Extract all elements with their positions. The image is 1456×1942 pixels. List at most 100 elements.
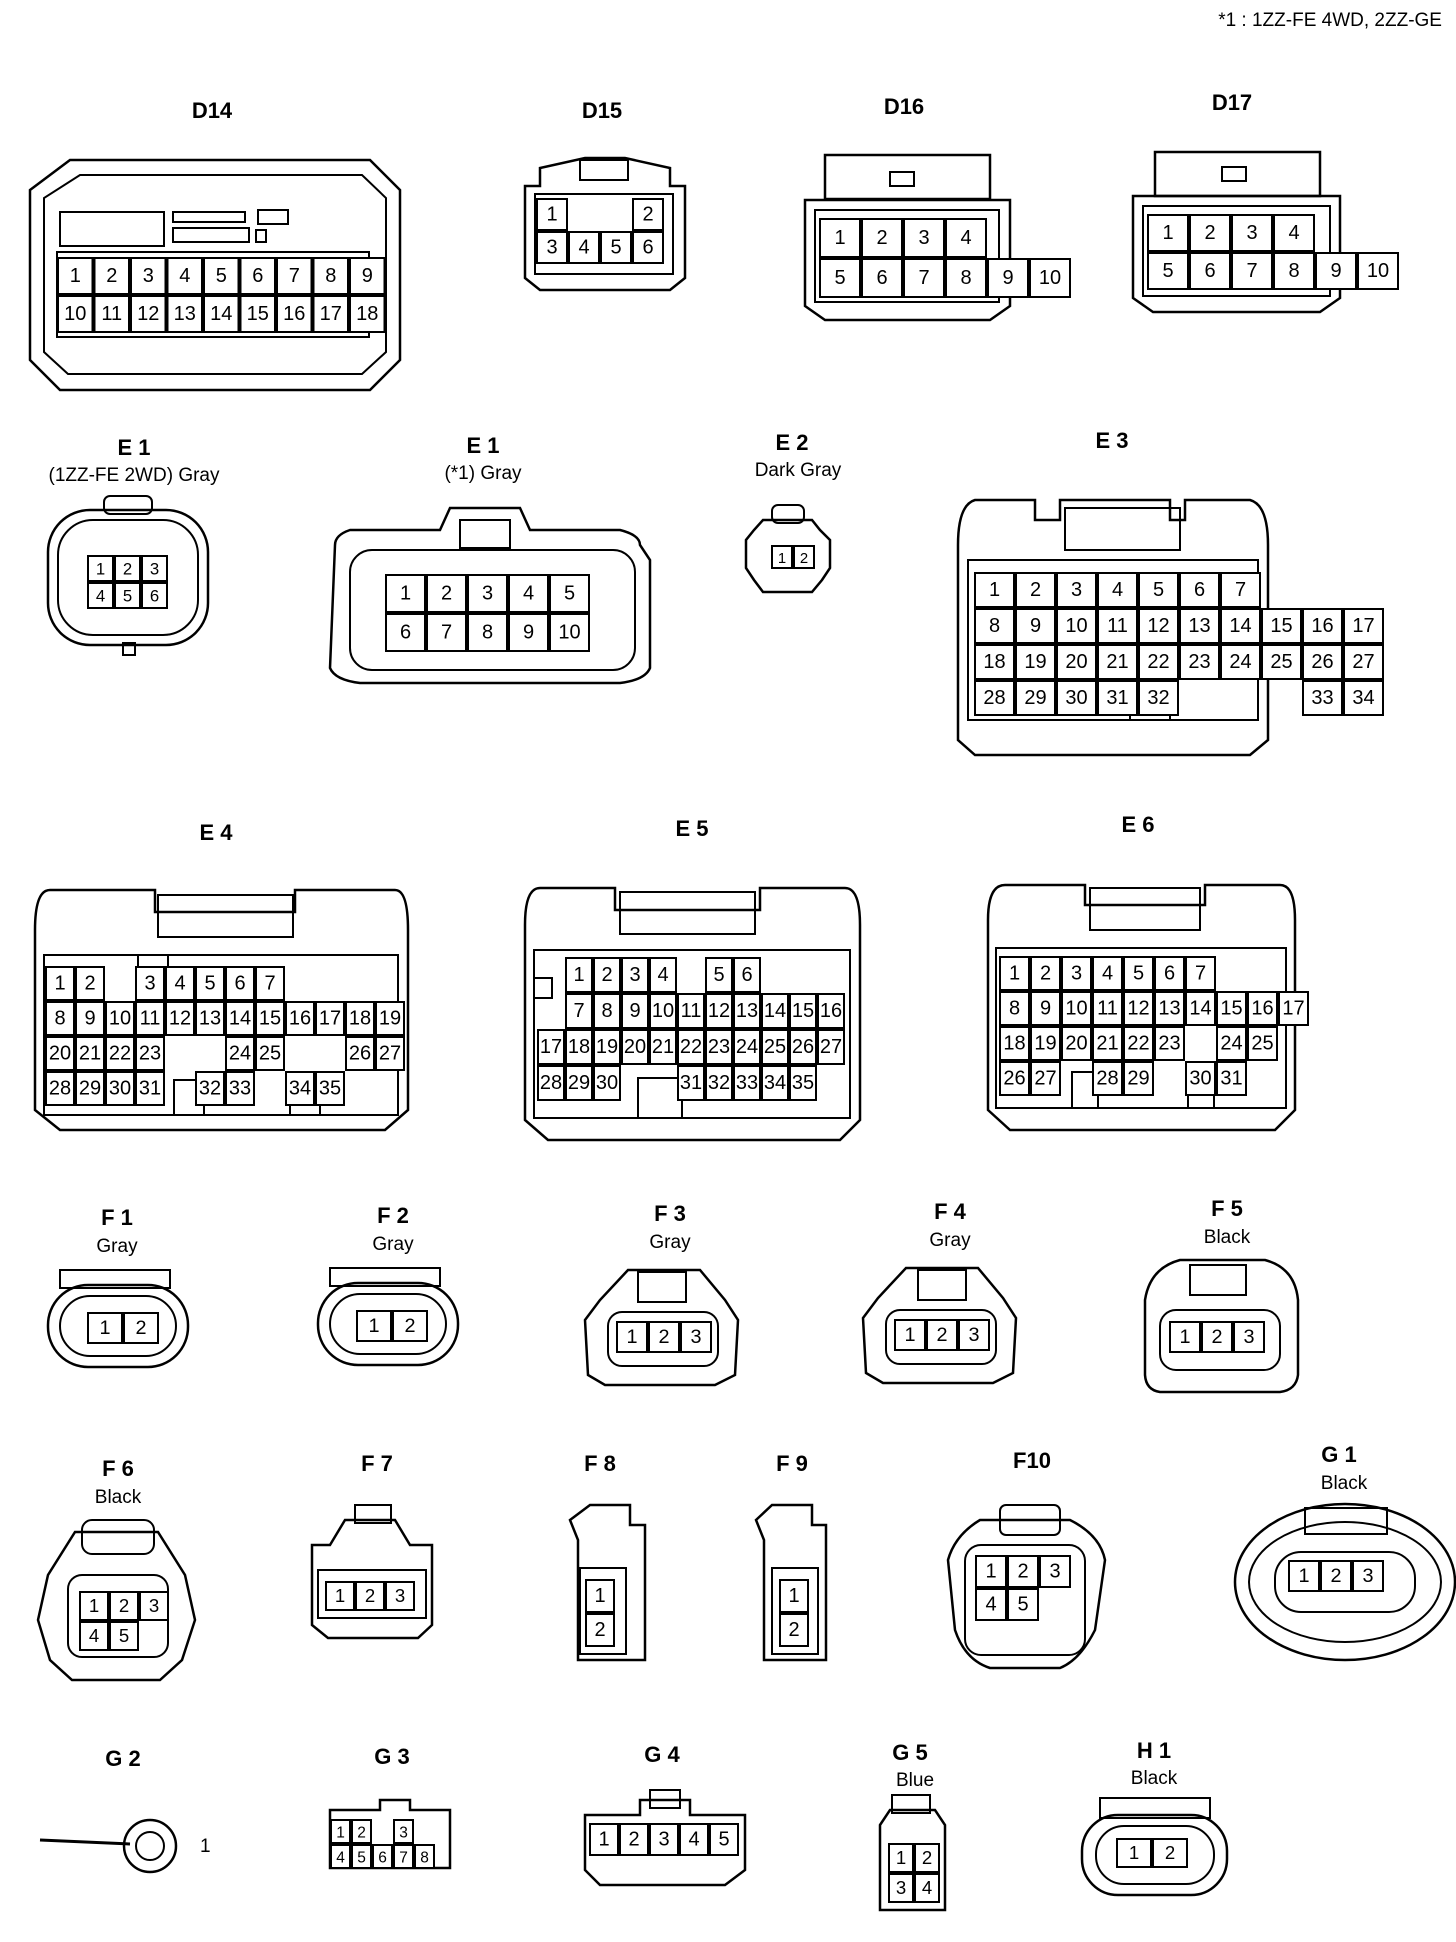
pin-number: 20 <box>624 1036 646 1058</box>
pin-cell <box>135 1001 165 1036</box>
pin-cell <box>1247 991 1278 1026</box>
pin-label: 1 <box>200 1836 211 1857</box>
pin-cell <box>1189 252 1231 290</box>
pin-cell <box>999 1061 1030 1096</box>
pin-cell <box>392 1310 428 1342</box>
pin-number: 1 <box>1298 1565 1309 1587</box>
pin-cell <box>536 231 568 264</box>
pin-cell <box>1216 1026 1247 1061</box>
pin-cell <box>600 231 632 264</box>
pin-cell <box>1092 1026 1123 1061</box>
pin-number: 13 <box>199 1008 221 1030</box>
connector-title: E 2 <box>775 430 808 455</box>
pin-number: 34 <box>1352 687 1374 709</box>
pin-cell <box>616 1321 648 1353</box>
pin-number: 3 <box>1246 222 1257 244</box>
pin-number: 3 <box>395 1585 405 1606</box>
pin-cell <box>705 1029 733 1065</box>
pin-cell <box>974 680 1015 716</box>
pin-number: 1 <box>99 1317 110 1339</box>
pin-number: 16 <box>1251 998 1273 1020</box>
pin-number: 3 <box>149 1595 159 1616</box>
pin-number: 4 <box>657 964 668 986</box>
pin-cell <box>239 295 276 333</box>
connector-title: F 4 <box>934 1199 967 1224</box>
pin-number: 1 <box>89 1595 99 1616</box>
pin-number: 2 <box>594 1619 605 1641</box>
pin-cell <box>987 258 1029 298</box>
pin-cell <box>1138 572 1179 608</box>
connector-color-label: (1ZZ-FE 2WD) Gray <box>49 465 220 486</box>
pin-number: 2 <box>357 1825 366 1842</box>
pin-number: 10 <box>652 1000 674 1022</box>
pin-cell <box>680 1321 712 1353</box>
pin-cell <box>356 1310 392 1342</box>
connector-color-label: Black <box>95 1487 142 1508</box>
pin-cell <box>225 1036 255 1071</box>
pin-cell <box>393 1819 414 1844</box>
pin-number: 7 <box>264 973 275 995</box>
pin-number: 3 <box>546 237 557 259</box>
pin-cell <box>733 1029 761 1065</box>
pin-cell <box>761 1029 789 1065</box>
pin-number: 31 <box>1220 1068 1242 1090</box>
pin-cell <box>1015 608 1056 644</box>
connector-title: F 7 <box>361 1451 393 1476</box>
pin-number: 4 <box>688 1829 699 1851</box>
pin-cell <box>239 257 276 295</box>
pin-cell <box>945 258 987 298</box>
pin-number: 25 <box>1270 651 1292 673</box>
pin-number: 1 <box>1179 1326 1190 1348</box>
pin-cell <box>1056 572 1097 608</box>
pin-cell <box>1147 214 1189 252</box>
pin-number: 16 <box>1311 615 1333 637</box>
pin-cell <box>817 993 845 1029</box>
pin-cell <box>649 1029 677 1065</box>
pin-cell <box>166 295 203 333</box>
pin-cell <box>789 993 817 1029</box>
pin-cell <box>355 1581 385 1611</box>
pin-cell <box>1030 956 1061 991</box>
pin-cell <box>914 1873 940 1903</box>
pin-number: 29 <box>1024 687 1046 709</box>
pin-cell <box>585 1613 615 1647</box>
pin-number: 7 <box>573 1000 584 1022</box>
pin-number: 15 <box>247 303 269 325</box>
pin-cell <box>621 957 649 993</box>
connector-f8: F 812 <box>568 1451 647 1662</box>
connector-title: F 2 <box>377 1203 409 1228</box>
pin-cell <box>114 582 141 609</box>
pin-number: 2 <box>936 1324 947 1346</box>
pin-cell <box>1220 572 1261 608</box>
pin-cell <box>255 1036 285 1071</box>
pin-cell <box>1233 1321 1265 1353</box>
pin-number: 7 <box>289 265 300 287</box>
pin-number: 30 <box>1189 1068 1211 1090</box>
pin-cell <box>903 218 945 258</box>
pin-cell <box>393 1844 414 1869</box>
pin-number: 1 <box>1129 1842 1139 1863</box>
connector-color-label: (*1) Gray <box>444 463 522 484</box>
pin-cell <box>761 993 789 1029</box>
pin-number: 24 <box>1220 1033 1242 1055</box>
pin-cell <box>1061 991 1092 1026</box>
pin-number: 28 <box>49 1078 71 1100</box>
pin-number: 6 <box>1194 579 1205 601</box>
pin-number: 22 <box>680 1036 702 1058</box>
pin-number: 1 <box>834 227 845 249</box>
pin-number: 24 <box>1229 651 1251 673</box>
pin-number: 3 <box>399 1825 408 1842</box>
pin-cell <box>315 1071 345 1106</box>
pin-number: 16 <box>289 1008 311 1030</box>
connector-title: H 1 <box>1137 1738 1171 1763</box>
connector-title: D17 <box>1212 90 1252 115</box>
pin-cell <box>467 574 508 613</box>
pin-cell <box>565 993 593 1029</box>
pin-cell <box>130 257 167 295</box>
pin-cell <box>1029 258 1071 298</box>
pin-cell <box>903 258 945 298</box>
pin-cell <box>203 257 240 295</box>
pin-cell <box>1343 644 1384 680</box>
